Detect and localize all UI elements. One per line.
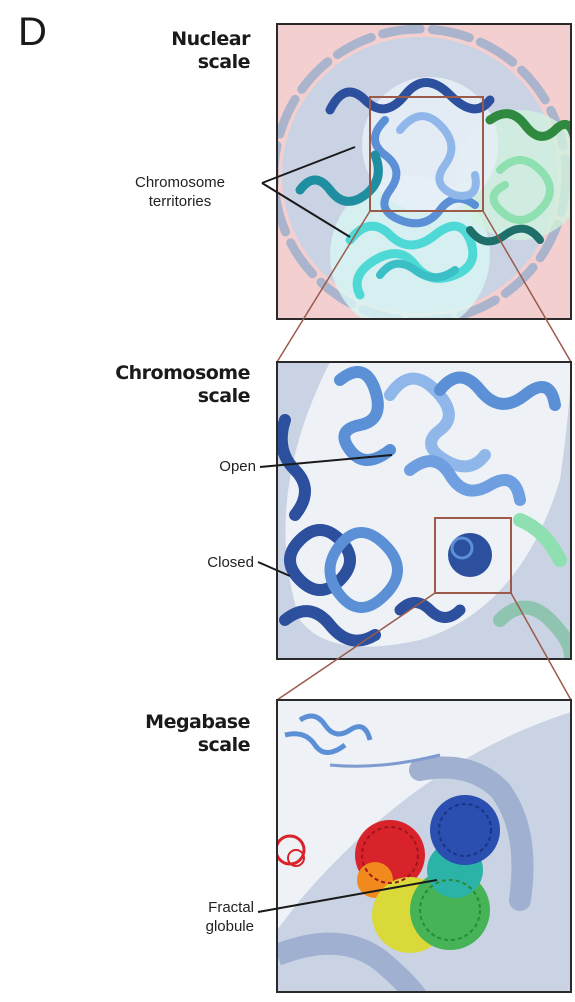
fractal-globule-label: Fractal globule <box>150 898 254 936</box>
nuclear-scale-title-line2: scale <box>90 51 250 74</box>
nuclear-scale-title-line1: Nuclear <box>90 28 250 51</box>
nuclear-scale-title: Nuclear scale <box>90 28 250 74</box>
megabase-scale-title-line2: scale <box>90 734 250 757</box>
megabase-scale-title-line1: Megabase <box>90 711 250 734</box>
territories-label-line1: Chromosome <box>100 173 260 192</box>
territories-label-line2: territories <box>100 192 260 211</box>
nuclear-scale-panel <box>274 24 575 335</box>
closed-label: Closed <box>150 553 254 572</box>
fractal-globule-label-line1: Fractal <box>150 898 254 917</box>
panel-label: D <box>18 10 47 55</box>
open-label: Open <box>172 457 256 476</box>
globule-blue <box>430 795 500 865</box>
megabase-scale-panel <box>276 700 571 1002</box>
chromosome-scale-panel <box>277 362 571 659</box>
chromosome-scale-title-line1: Chromosome <box>90 362 250 385</box>
territories-label: Chromosome territories <box>100 173 260 211</box>
chromosome-scale-title: Chromosome scale <box>90 362 250 408</box>
chromosome-scale-title-line2: scale <box>90 385 250 408</box>
fractal-globule-label-line2: globule <box>150 917 254 936</box>
megabase-scale-title: Megabase scale <box>90 711 250 757</box>
